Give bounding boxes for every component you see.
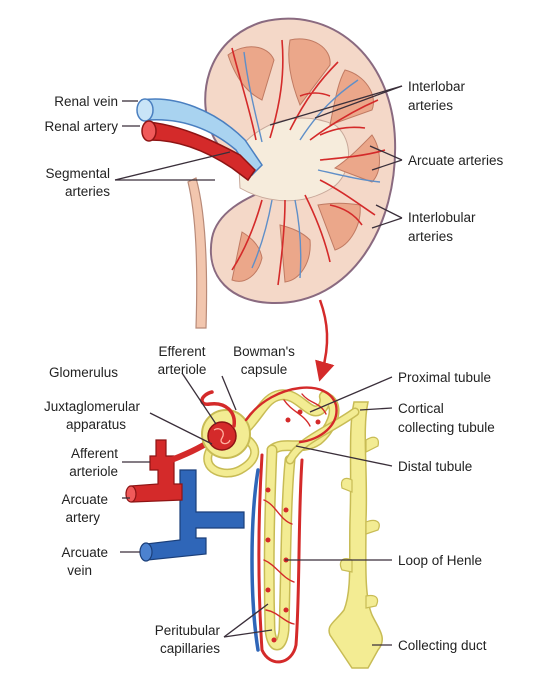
label-interlobar-line2: arteries [408,98,453,113]
glomerulus-shape [208,422,236,450]
arcuate-vein-lumen [140,543,152,561]
label-arcuate-vein-line2: vein [67,563,92,578]
label-segmental-line1: Segmental [45,166,110,181]
label-renal-artery: Renal artery [44,119,118,134]
label-cortical-line2: collecting tubule [398,420,495,435]
label-interlobular-line2: arteries [408,229,453,244]
label-loop-of-henle: Loop of Henle [398,553,482,568]
label-arcuate-vein-line1: Arcuate [61,545,108,560]
label-efferent-line1: Efferent [158,344,205,359]
label-arcuate-arteries: Arcuate arteries [408,153,504,168]
label-arcuate-artery-line2: artery [65,510,100,525]
arcuate-artery-lumen [126,486,136,502]
arcuate-artery-shape [130,440,182,502]
label-segmental-line2: arteries [65,184,110,199]
label-interlobar-line1: Interlobar [408,79,466,94]
zoom-arrow [320,300,327,372]
label-glomerulus: Glomerulus [49,365,118,380]
kidney [137,19,395,328]
label-distal-tubule: Distal tubule [398,459,472,474]
label-juxtaglomerular-line1: Juxtaglomerular [44,399,141,414]
label-bowmans-line2: capsule [241,362,288,377]
renal-artery-lumen [142,121,156,141]
label-cortical-line1: Cortical [398,401,444,416]
label-efferent-line2: arteriole [158,362,207,377]
label-juxtaglomerular-line2: apparatus [66,417,126,432]
label-arcuate-artery-line1: Arcuate [61,492,108,507]
label-afferent-line1: Afferent [71,446,118,461]
label-peritubular-line2: capillaries [160,641,220,656]
label-proximal-tubule: Proximal tubule [398,370,491,385]
label-interlobular-line1: Interlobular [408,210,476,225]
renal-vein-lumen [137,99,153,121]
label-peritubular-line1: Peritubular [155,623,221,638]
label-afferent-line2: arteriole [69,464,118,479]
ureter [188,178,207,328]
label-bowmans-line1: Bowman's [233,344,295,359]
label-collecting-duct: Collecting duct [398,638,487,653]
label-renal-vein: Renal vein [54,94,118,109]
